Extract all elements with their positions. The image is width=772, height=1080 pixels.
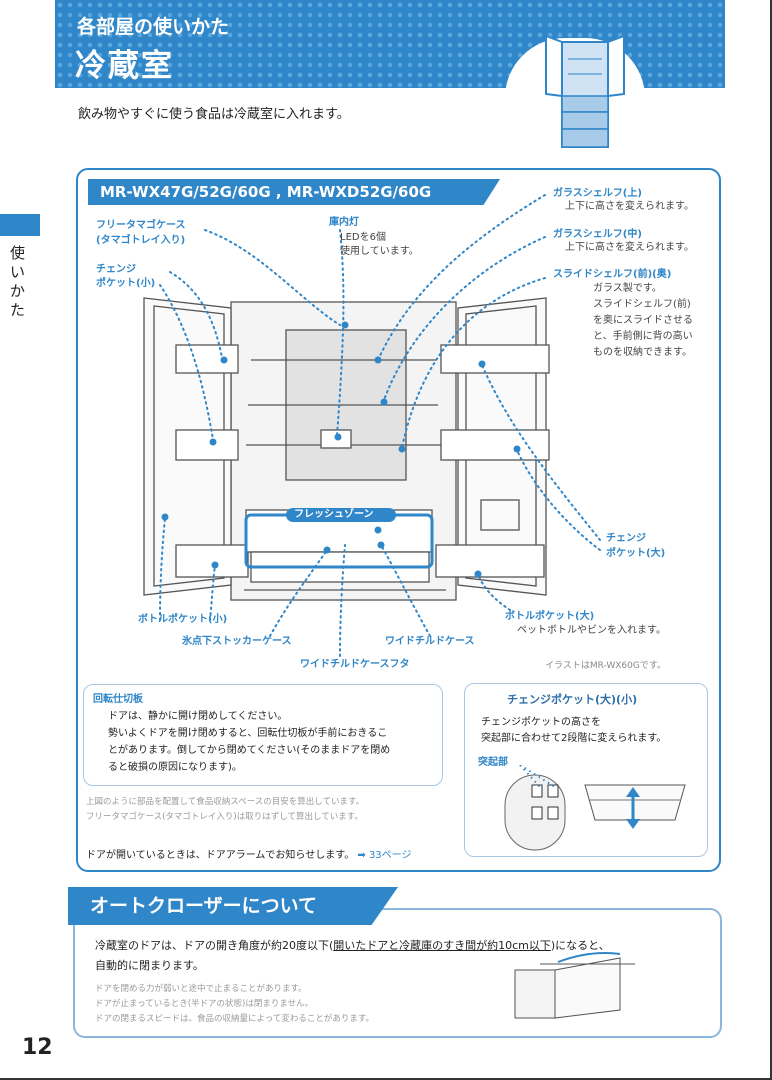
change-pocket-large-label-2: ポケット(大) <box>606 548 666 559</box>
refrigerator-diagram-box <box>76 168 721 872</box>
autocloser-text-underlined: 開いたドアと冷蔵庫のすき間が約10cm以下 <box>333 939 551 952</box>
fresh-zone-label: フレッシュゾーン <box>294 509 374 520</box>
autocloser-note-3: ドアの閉まるスピードは、食品の収納量によって変わることがあります。 <box>95 1014 374 1024</box>
change-pocket-large-label: チェンジ <box>606 533 646 544</box>
lamp-label: 庫内灯 <box>329 217 359 228</box>
slide-shelf-label: スライドシェルフ(前)(奥) <box>553 269 672 280</box>
intro-text: 飲み物やすぐに使う食品は冷蔵室に入れます。 <box>78 107 350 122</box>
autocloser-text: 冷蔵室のドアは、ドアの開き角度が約20度以下(開いたドアと冷蔵庫のすき間が約10… <box>95 936 715 976</box>
section-title: 冷蔵室 <box>75 48 174 84</box>
rotating-partition-line-3: とがあります。倒してから閉めてください(そのままドアを閉め <box>108 745 391 756</box>
change-pocket-box-title: チェンジポケット(大)(小) <box>507 693 638 706</box>
rotating-partition-line-1: ドアは、静かに開け閉めしてください。 <box>108 711 288 722</box>
change-pocket-box-line-2: 突起部に合わせて2段階に変えられます。 <box>481 733 667 744</box>
glass-shelf-middle-label: ガラスシェルフ(中) <box>553 229 642 240</box>
wide-chilled-label: ワイドチルドケース <box>385 636 475 647</box>
bottle-pocket-large-desc: ペットボトルやビンを入れます。 <box>517 625 666 636</box>
slide-shelf-desc-2: スライドシェルフ(前) <box>593 299 691 310</box>
autocloser-text-2: )になると、 <box>550 939 610 952</box>
bottle-pocket-large-label: ボトルポケット(大) <box>505 611 595 622</box>
rotating-partition-title: 回転仕切板 <box>93 694 143 705</box>
glass-shelf-upper-label: ガラスシェルフ(上) <box>553 188 642 199</box>
wide-chilled-lid-label: ワイドチルドケースフタ <box>300 659 410 670</box>
grey-note-1: 上図のように部品を配置して食品収納スペースの目安を算出しています。 <box>86 797 365 807</box>
grey-note-2: フリータマゴケース(タマゴトレイ入り)は取りはずして算出しています。 <box>86 812 363 822</box>
bottle-pocket-small-label: ボトルポケット(小) <box>138 614 228 625</box>
slide-shelf-desc-1: ガラス製です。 <box>593 283 662 294</box>
change-pocket-box <box>464 683 708 857</box>
slide-shelf-desc-4: と、手前側に背の高い <box>593 331 693 342</box>
protrusion-label: 突起部 <box>478 757 508 768</box>
refrigerator-illustration <box>143 297 550 601</box>
lamp-desc-1: LEDを6個 <box>340 232 386 243</box>
glass-shelf-middle-desc: 上下に高さを変えられます。 <box>565 242 694 253</box>
autocloser-title: オートクローザーについて <box>68 887 398 925</box>
glass-shelf-upper-desc: 上下に高さを変えられます。 <box>565 201 694 212</box>
autocloser-box <box>73 908 722 1038</box>
rotating-partition-line-2: 勢いよくドアを開け閉めすると、回転仕切板が手前におきるこ <box>108 728 388 739</box>
egg-case-sublabel: (タマゴトレイ入り) <box>96 235 186 246</box>
autocloser-note-1: ドアを閉める力が弱いと途中で止まることがあります。 <box>95 984 307 994</box>
door-alarm-text: ドアが開いているときは、ドアアラームでお知らせします。 <box>86 850 355 861</box>
door-alarm-page-link[interactable]: ➡ 33ページ <box>357 850 412 861</box>
slide-shelf-desc-3: を奥にスライドさせる <box>593 315 693 326</box>
fridge-icon <box>545 34 625 148</box>
autocloser-text-3: 自動的に閉まります。 <box>95 959 204 972</box>
change-pocket-small-label: チェンジ <box>96 264 136 275</box>
ice-stocker-label: 氷点下ストッカーケース <box>182 636 292 647</box>
side-tab <box>0 214 40 236</box>
change-pocket-illustration <box>504 765 686 851</box>
side-label: 使いかた <box>10 244 26 319</box>
section-subtitle: 各部屋の使いかた <box>77 16 230 38</box>
rotating-partition-box <box>83 684 443 786</box>
autocloser-note-2: ドアが止まっているとき(半ドアの状態)は閉まりません。 <box>95 999 314 1009</box>
illustration-note: イラストはMR-WX60Gです。 <box>545 661 666 671</box>
slide-shelf-desc-5: ものを収納できます。 <box>593 347 692 358</box>
lamp-desc-2: 使用しています。 <box>340 246 419 257</box>
door-alarm-note: ドアが開いているときは、ドアアラームでお知らせします。 ➡ 33ページ <box>86 846 411 861</box>
rotating-partition-line-4: ると破損の原因になります)。 <box>108 762 242 773</box>
page-number: 12 <box>22 1035 53 1060</box>
change-pocket-box-line-1: チェンジポケットの高さを <box>481 717 601 728</box>
autocloser-illustration <box>514 952 635 1019</box>
autocloser-text-1: 冷蔵室のドアは、ドアの開き角度が約20度以下( <box>95 939 334 952</box>
change-pocket-small-label-2: ポケット(小) <box>96 278 156 289</box>
egg-case-label: フリータマゴケース <box>96 220 186 231</box>
model-label: MR-WX47G/52G/60G , MR-WXD52G/60G <box>88 179 500 205</box>
